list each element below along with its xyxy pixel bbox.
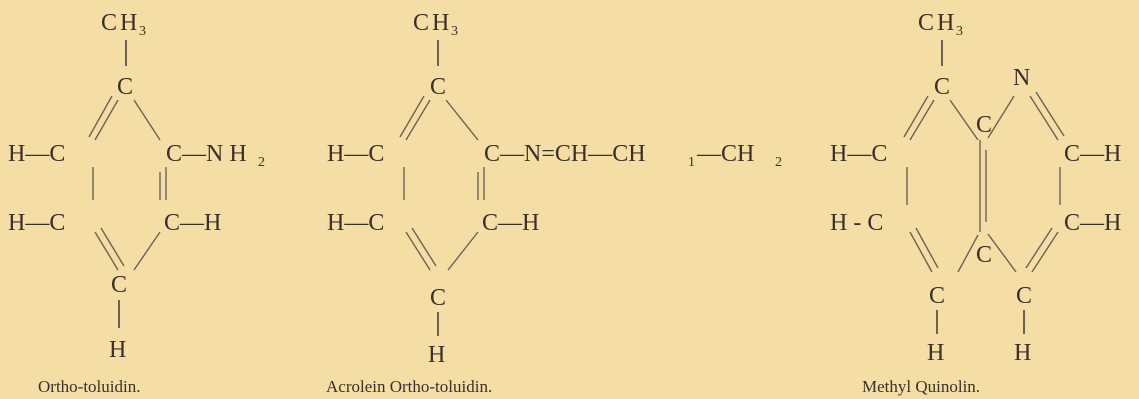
m3-bond-br	[957, 234, 979, 273]
m3-bond-rbl	[987, 233, 1017, 273]
m2-right-upper: C—N=CH—CH	[484, 141, 646, 167]
m3-bond-rbr	[1031, 231, 1059, 273]
m2-right-upper-sub1: 1	[688, 155, 695, 170]
m2-ch3-h: H	[432, 10, 449, 36]
m1-bond-bl	[94, 231, 119, 271]
m2-right-upper-sub2: 2	[775, 155, 782, 170]
m3-c-mid-upper: C	[976, 112, 992, 138]
caption-methyl-quinolin: Methyl Quinolin.	[862, 377, 980, 396]
caption-acrolein-ortho-toluidin: Acrolein Ortho-toluidin.	[326, 377, 492, 396]
m1-ch3-h: H	[120, 10, 137, 36]
m3-ch3-sub: 3	[956, 24, 963, 39]
m1-bond-br	[133, 231, 161, 271]
m2-bond-tr	[445, 99, 479, 141]
m3-h-bottom-right: H	[1014, 340, 1031, 366]
m1-c-top: C	[117, 74, 133, 100]
m1-left-upper: H—C	[8, 141, 65, 167]
m1-ch3-sub: 3	[139, 24, 146, 39]
m2-right-lower: C—H	[482, 210, 539, 236]
m3-ch3-h: H	[937, 10, 954, 36]
m1-right-upper: C—N H	[166, 141, 247, 167]
m2-c-top: C	[430, 74, 446, 100]
molecule-acrolein-ortho-toluidin: C H 3 C H—C C—N=CH—CH 1 —CH 2 H—C C—H C …	[326, 10, 782, 396]
m2-right-upper-tail: —CH	[696, 141, 754, 167]
m1-right-upper-sub: 2	[258, 155, 265, 170]
m3-bond-n-left	[987, 95, 1015, 139]
molecule-ortho-toluidin: C H 3 C H—C C—N H 2 H—C C—H C H Ortho-to…	[8, 10, 265, 396]
m1-ch3-c: C	[101, 10, 117, 36]
m2-ch3-sub: 3	[451, 24, 458, 39]
m3-right-upper: C—H	[1064, 141, 1121, 167]
m2-left-lower: H—C	[327, 210, 384, 236]
m3-c-mid-lower: C	[976, 242, 992, 268]
m2-bond-bl	[405, 231, 431, 271]
m2-c-bottom: C	[430, 285, 446, 311]
m2-left-upper: H—C	[327, 141, 384, 167]
m3-left-lower: H - C	[830, 210, 883, 236]
m2-bond-tl-double	[399, 95, 425, 138]
m3-c-bottom-left: C	[929, 283, 945, 309]
m1-bond-tr	[133, 99, 161, 141]
m1-h-bottom: H	[109, 337, 126, 363]
m1-bond-tl	[94, 99, 119, 141]
m2-ch3-c: C	[413, 10, 429, 36]
m1-bond-tl-double	[88, 95, 113, 138]
m3-c-bottom-right: C	[1016, 283, 1032, 309]
m3-n-top: N	[1013, 65, 1030, 91]
m3-bond-n-right	[1029, 95, 1059, 141]
m1-c-bottom: C	[111, 272, 127, 298]
m3-right-lower: C—H	[1064, 210, 1121, 236]
m2-h-bottom: H	[428, 342, 445, 368]
m3-h-bottom-left: H	[927, 340, 944, 366]
m1-right-lower: C—H	[164, 210, 221, 236]
m3-bond-tl-double	[903, 95, 929, 138]
m2-bond-bl-double	[411, 227, 437, 267]
m3-c-top: C	[934, 74, 950, 100]
m3-bond-bl-double	[915, 227, 939, 269]
molecule-methyl-quinolin: C H 3 C N C C H—C H - C C—H C—H C H C	[830, 10, 1121, 396]
m3-bond-rbr-double	[1025, 227, 1053, 269]
caption-ortho-toluidin: Ortho-toluidin.	[38, 377, 140, 396]
m2-bond-tl	[405, 99, 431, 141]
m3-bond-tr	[949, 99, 979, 141]
m3-left-upper: H—C	[830, 141, 887, 167]
m3-bond-bl	[909, 231, 933, 273]
m1-left-lower: H—C	[8, 210, 65, 236]
m1-bond-bl-double	[100, 227, 125, 267]
m3-bond-tl	[909, 99, 935, 141]
m3-ch3-c: C	[918, 10, 934, 36]
m2-bond-br	[447, 231, 479, 271]
m3-bond-n-right-double	[1035, 91, 1065, 137]
